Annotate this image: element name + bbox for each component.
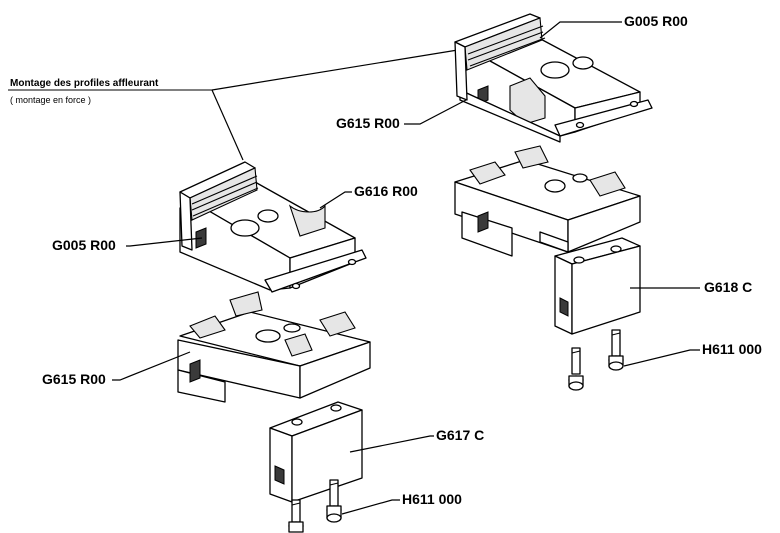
label-g615-top: G615 R00 <box>336 115 400 131</box>
leader-h611-bottom <box>341 499 400 515</box>
part-g615-top <box>459 35 653 143</box>
part-g617 <box>269 401 363 503</box>
part-g615-bottom <box>177 291 371 403</box>
part-h611-screws-bottom <box>288 479 342 533</box>
label-h611-bottom: H611 000 <box>402 491 462 507</box>
part-g005-left-profile <box>179 161 259 251</box>
note-leader-left <box>211 89 244 161</box>
leader-g005-left <box>126 237 203 247</box>
label-g005-top: G005 R00 <box>624 13 688 29</box>
note-title: Montage des profiles affleurant <box>10 78 159 89</box>
label-g005-left: G005 R00 <box>52 237 116 253</box>
leader-g615-top <box>404 99 467 125</box>
label-h611-right: H611 000 <box>702 341 762 357</box>
leader-g616 <box>319 191 352 209</box>
part-h611-screws-right <box>568 329 624 391</box>
note-subtitle: ( montage en force ) <box>10 95 91 105</box>
leader-g005-top <box>539 21 622 39</box>
part-g618 <box>554 237 641 335</box>
leader-g617 <box>349 435 434 453</box>
part-frame-right <box>454 145 641 257</box>
note-leader-top <box>211 47 471 91</box>
label-g617: G617 C <box>436 427 484 443</box>
label-g618: G618 C <box>704 279 752 295</box>
leader-g615-bottom <box>112 351 191 381</box>
part-g005-top-profile <box>454 13 546 101</box>
label-g615-bottom: G615 R00 <box>42 371 106 387</box>
leader-h611-right <box>623 349 700 367</box>
label-g616: G616 R00 <box>354 183 418 199</box>
